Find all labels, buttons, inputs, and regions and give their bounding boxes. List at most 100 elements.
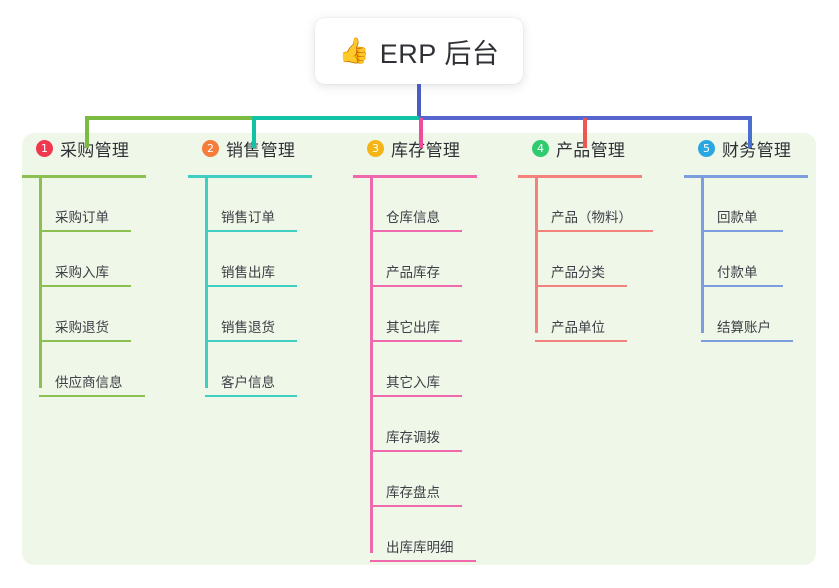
- column-rule-inventory-management: [353, 175, 477, 178]
- column-spine-sales-management: [205, 175, 208, 388]
- menu-item-label: 产品库存: [386, 265, 440, 280]
- column-badge-finance-management: 5: [698, 139, 715, 157]
- column-title-sales-management: 销售管理: [226, 140, 296, 160]
- column-header-finance-management[interactable]: 5 财务管理: [684, 133, 791, 163]
- page-title: ERP 后台: [379, 38, 500, 69]
- menu-item[interactable]: 销售订单: [205, 202, 297, 232]
- column-spine-inventory-management: [370, 175, 373, 553]
- menu-item[interactable]: 产品单位: [535, 312, 627, 342]
- thumbs-up-icon: 👍: [338, 36, 370, 65]
- stub-finance: [748, 118, 752, 148]
- menu-item-rule: [701, 230, 783, 232]
- menu-item-rule: [370, 450, 462, 452]
- menu-item[interactable]: 库存调拨: [370, 422, 462, 452]
- column-title-purchase-management: 采购管理: [60, 140, 130, 160]
- stub-sales: [252, 118, 256, 148]
- column-badge-purchase-management: 1: [36, 139, 53, 157]
- stub-inventory: [419, 118, 423, 148]
- menu-item-label: 产品单位: [551, 320, 605, 335]
- stub-product: [583, 118, 587, 148]
- menu-item-rule: [370, 560, 476, 562]
- menu-item-rule: [370, 285, 462, 287]
- column-spine-purchase-management: [39, 175, 42, 388]
- menu-item[interactable]: 仓库信息: [370, 202, 462, 232]
- column-header-sales-management[interactable]: 2 销售管理: [188, 133, 295, 163]
- menu-item[interactable]: 产品（物料）: [535, 202, 653, 232]
- menu-item-rule: [370, 340, 462, 342]
- menu-item-rule: [39, 285, 131, 287]
- menu-item-rule: [370, 230, 462, 232]
- root-title-card[interactable]: 👍 ERP 后台: [315, 18, 523, 84]
- menu-item-label: 销售退货: [221, 320, 275, 335]
- menu-item-label: 供应商信息: [55, 375, 123, 390]
- menu-item[interactable]: 销售出库: [205, 257, 297, 287]
- menu-item-label: 结算账户: [717, 320, 771, 335]
- menu-item[interactable]: 回款单: [701, 202, 783, 232]
- column-header-inventory-management[interactable]: 3 库存管理: [353, 133, 460, 163]
- menu-item[interactable]: 采购入库: [39, 257, 131, 287]
- menu-item-rule: [535, 285, 627, 287]
- segment-purchase: [85, 116, 252, 120]
- menu-item-label: 产品（物料）: [551, 210, 632, 225]
- menu-item-label: 付款单: [717, 265, 758, 280]
- menu-item-label: 回款单: [717, 210, 758, 225]
- stub-purchase: [85, 118, 89, 148]
- menu-item[interactable]: 产品库存: [370, 257, 462, 287]
- menu-item[interactable]: 采购退货: [39, 312, 131, 342]
- menu-item-label: 产品分类: [551, 265, 605, 280]
- menu-item-rule: [39, 395, 145, 397]
- menu-item-label: 其它出库: [386, 320, 440, 335]
- diagram-panel: 1 采购管理采购订单采购入库采购退货供应商信息 2 销售管理销售订单销售出库销售退货客…: [22, 133, 816, 565]
- menu-item-label: 采购入库: [55, 265, 109, 280]
- column-rule-product-management: [518, 175, 642, 178]
- menu-item-rule: [535, 340, 627, 342]
- menu-item[interactable]: 其它出库: [370, 312, 462, 342]
- menu-item-label: 销售订单: [221, 210, 275, 225]
- menu-item-label: 仓库信息: [386, 210, 440, 225]
- column-purchase-management: 1 采购管理采购订单采购入库采购退货供应商信息: [22, 133, 146, 397]
- menu-item-label: 出库库明细: [386, 540, 454, 555]
- column-finance-management: 5 财务管理回款单付款单结算账户: [684, 133, 808, 342]
- menu-item-label: 销售出库: [221, 265, 275, 280]
- menu-item-rule: [205, 285, 297, 287]
- column-spine-finance-management: [701, 175, 704, 333]
- column-spine-product-management: [535, 175, 538, 333]
- menu-item-rule: [205, 230, 297, 232]
- menu-item-rule: [370, 505, 462, 507]
- menu-item[interactable]: 付款单: [701, 257, 783, 287]
- menu-item-rule: [39, 230, 131, 232]
- column-sales-management: 2 销售管理销售订单销售出库销售退货客户信息: [188, 133, 312, 397]
- segment-sales: [252, 116, 419, 120]
- menu-item[interactable]: 供应商信息: [39, 367, 145, 397]
- menu-item[interactable]: 销售退货: [205, 312, 297, 342]
- column-badge-sales-management: 2: [202, 139, 219, 157]
- menu-item[interactable]: 结算账户: [701, 312, 793, 342]
- column-rule-sales-management: [188, 175, 312, 178]
- column-badge-product-management: 4: [532, 139, 549, 157]
- menu-item[interactable]: 出库库明细: [370, 532, 476, 562]
- column-badge-inventory-management: 3: [367, 139, 384, 157]
- column-title-inventory-management: 库存管理: [391, 140, 461, 160]
- menu-item-rule: [701, 285, 783, 287]
- menu-item-label: 采购退货: [55, 320, 109, 335]
- column-title-finance-management: 财务管理: [722, 140, 792, 160]
- menu-item-rule: [701, 340, 793, 342]
- menu-item-label: 客户信息: [221, 375, 275, 390]
- menu-item[interactable]: 其它入库: [370, 367, 462, 397]
- menu-item-rule: [370, 395, 462, 397]
- menu-item-label: 采购订单: [55, 210, 109, 225]
- menu-item-rule: [205, 340, 297, 342]
- menu-item[interactable]: 客户信息: [205, 367, 297, 397]
- menu-item-label: 其它入库: [386, 375, 440, 390]
- menu-item[interactable]: 库存盘点: [370, 477, 462, 507]
- menu-item[interactable]: 产品分类: [535, 257, 627, 287]
- root-trunk-connector: [417, 84, 421, 118]
- column-rule-purchase-management: [22, 175, 146, 178]
- column-header-purchase-management[interactable]: 1 采购管理: [22, 133, 129, 163]
- menu-item-label: 库存调拨: [386, 430, 440, 445]
- menu-item[interactable]: 采购订单: [39, 202, 131, 232]
- menu-item-rule: [205, 395, 297, 397]
- column-rule-finance-management: [684, 175, 808, 178]
